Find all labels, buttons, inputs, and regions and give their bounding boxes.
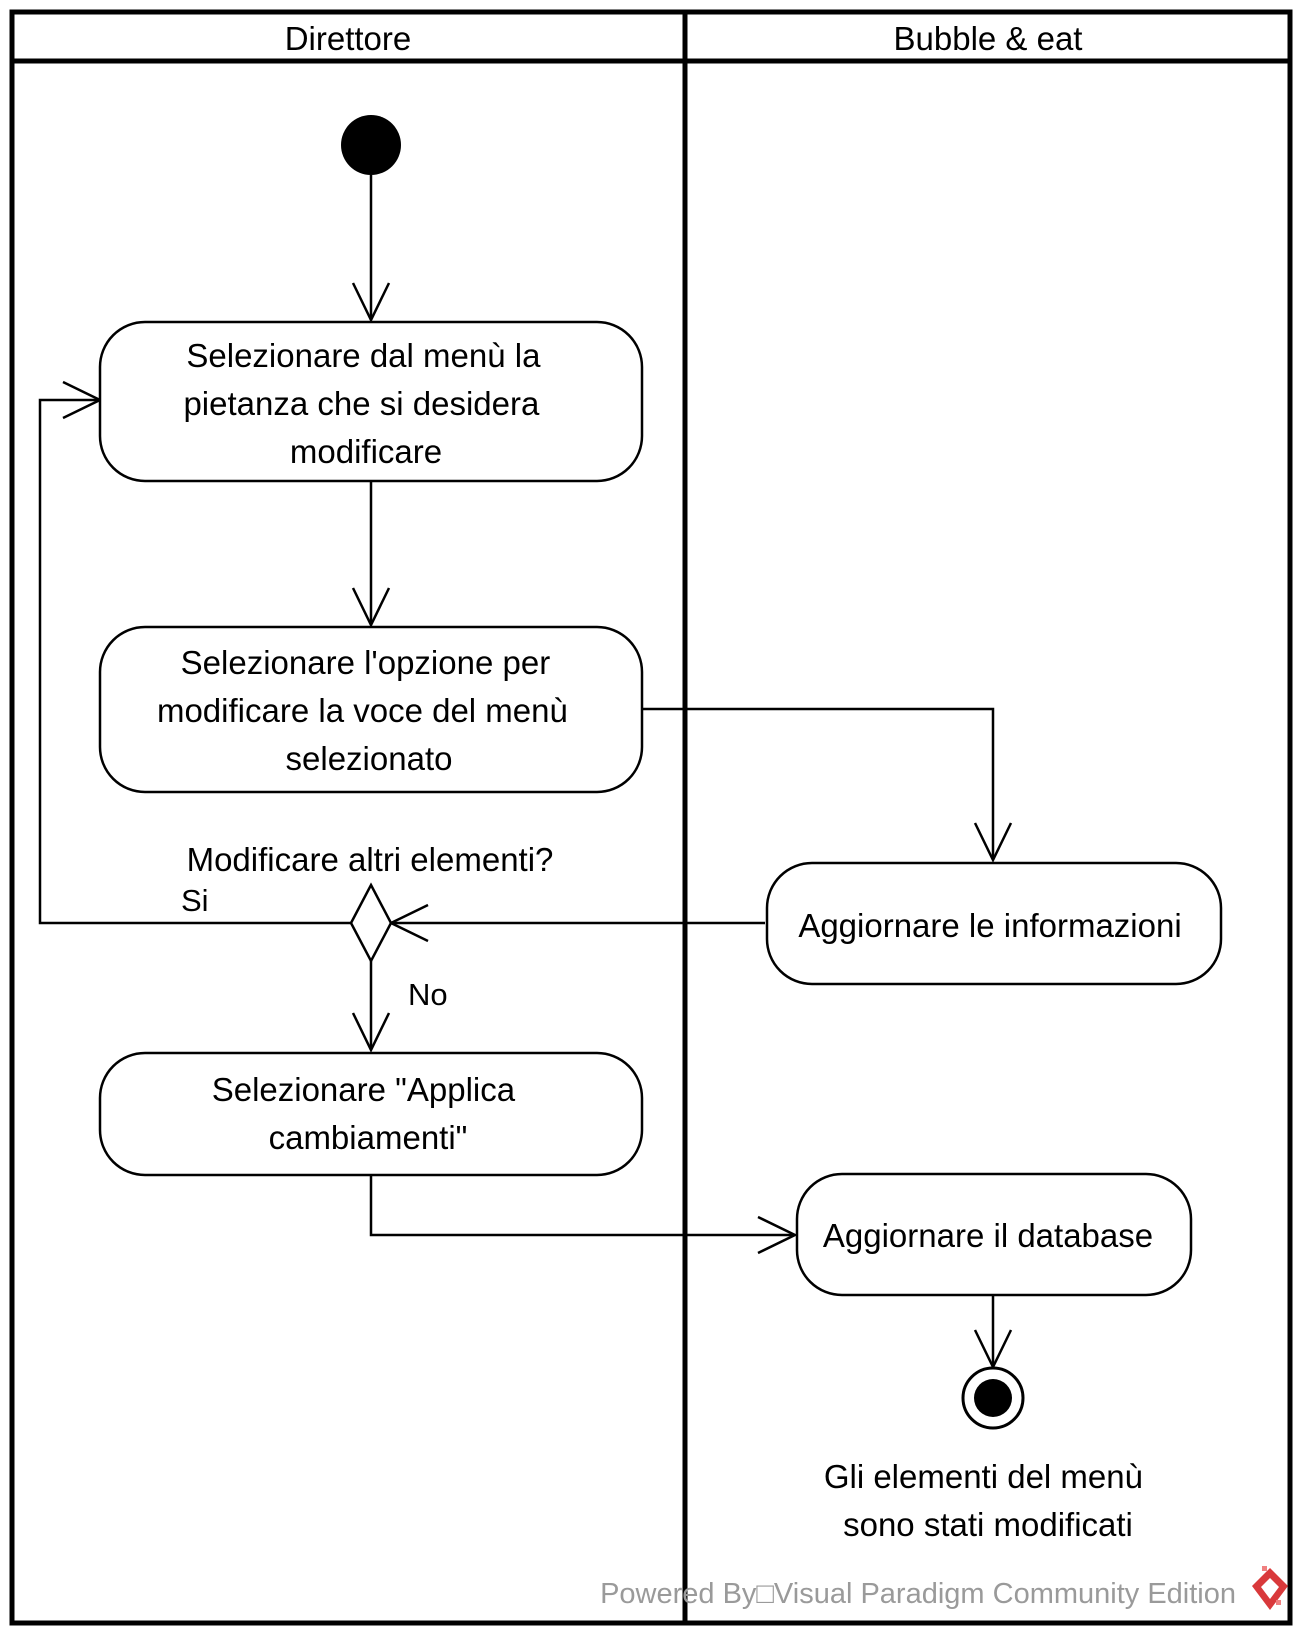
decision-no-label: No <box>408 977 448 1012</box>
arrowhead <box>351 282 391 323</box>
decision-question: Modificare altri elementi? <box>187 841 554 878</box>
action-update-database-text: Aggiornare il database <box>823 1217 1153 1254</box>
action-select-option <box>98 625 644 794</box>
action-apply-changes <box>98 1051 644 1177</box>
action-apply-changes-text: Selezionare "Applica cambiamenti" <box>212 1071 525 1156</box>
visual-paradigm-logo-icon <box>1252 1566 1288 1610</box>
arrowhead <box>973 822 1013 863</box>
action-select-dish-text: Selezionare dal menù la pietanza che si … <box>183 337 549 470</box>
flow-apply-to-update-db <box>369 1175 795 1237</box>
action-update-database <box>795 1172 1193 1297</box>
action-update-info-text: Aggiornare le informazioni <box>798 907 1181 944</box>
action-update-info <box>765 861 1223 986</box>
lane-title-direttore: Direttore <box>285 20 412 57</box>
arrowhead <box>351 1012 391 1053</box>
arrowhead <box>351 587 391 628</box>
flow-decision-yes-loop <box>38 398 351 925</box>
action-select-option-text: Selezionare l'opzione per modificare la … <box>157 644 577 777</box>
final-node <box>961 1366 1025 1430</box>
flow-select-option-to-update-info <box>642 707 995 860</box>
arrowhead <box>757 1215 798 1255</box>
final-note: Gli elementi del menù sono stati modific… <box>824 1458 1152 1543</box>
decision-yes-label: Si <box>181 883 209 918</box>
initial-node <box>341 115 401 175</box>
action-select-dish <box>98 320 644 483</box>
decision-node <box>349 882 393 964</box>
lane-title-bubble-eat: Bubble & eat <box>894 20 1083 57</box>
watermark-text: Powered By□Visual Paradigm Community Edi… <box>600 1578 1236 1610</box>
swimlane-frame <box>9 9 1293 1626</box>
